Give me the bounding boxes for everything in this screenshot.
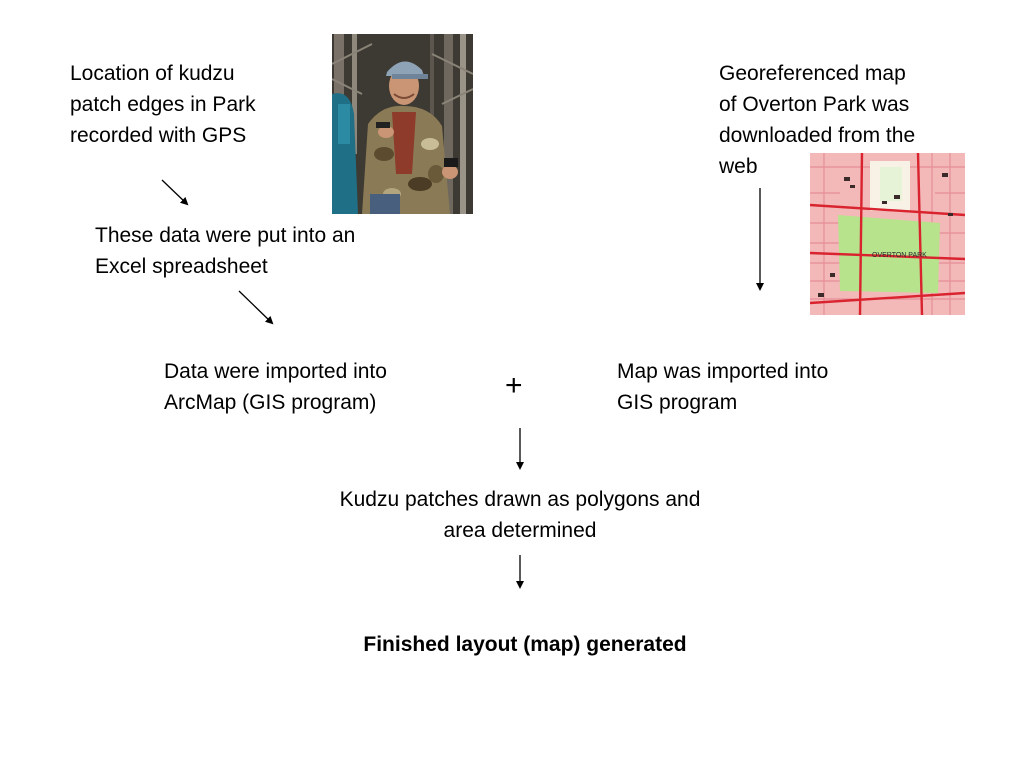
- gps-field-photo-art: [332, 34, 473, 214]
- step-map-import: Map was imported into GIS program: [617, 360, 829, 414]
- step-arcmap-import: Data were imported into ArcMap (GIS prog…: [164, 360, 387, 414]
- step-map-download: Georeferenced map of Overton Park was do…: [719, 62, 916, 178]
- arrow-gps-to-excel: [161, 179, 189, 206]
- gps-field-photo: [332, 34, 473, 214]
- overton-park-topo-map: OVERTON PARK: [810, 153, 965, 315]
- park-name-label: OVERTON PARK: [872, 252, 927, 259]
- arrow-excel-to-arcmap: [238, 290, 274, 325]
- step-gps-recording: Location of kudzu patch edges in Park re…: [70, 62, 256, 147]
- topo-map-art: OVERTON PARK: [810, 153, 965, 315]
- step-polygon-drawing: Kudzu patches drawn as polygons and area…: [339, 488, 701, 542]
- plus-symbol: +: [505, 369, 523, 402]
- step-excel-spreadsheet: These data were put into an Excel spread…: [95, 224, 356, 278]
- step-finished-layout: Finished layout (map) generated: [363, 633, 687, 656]
